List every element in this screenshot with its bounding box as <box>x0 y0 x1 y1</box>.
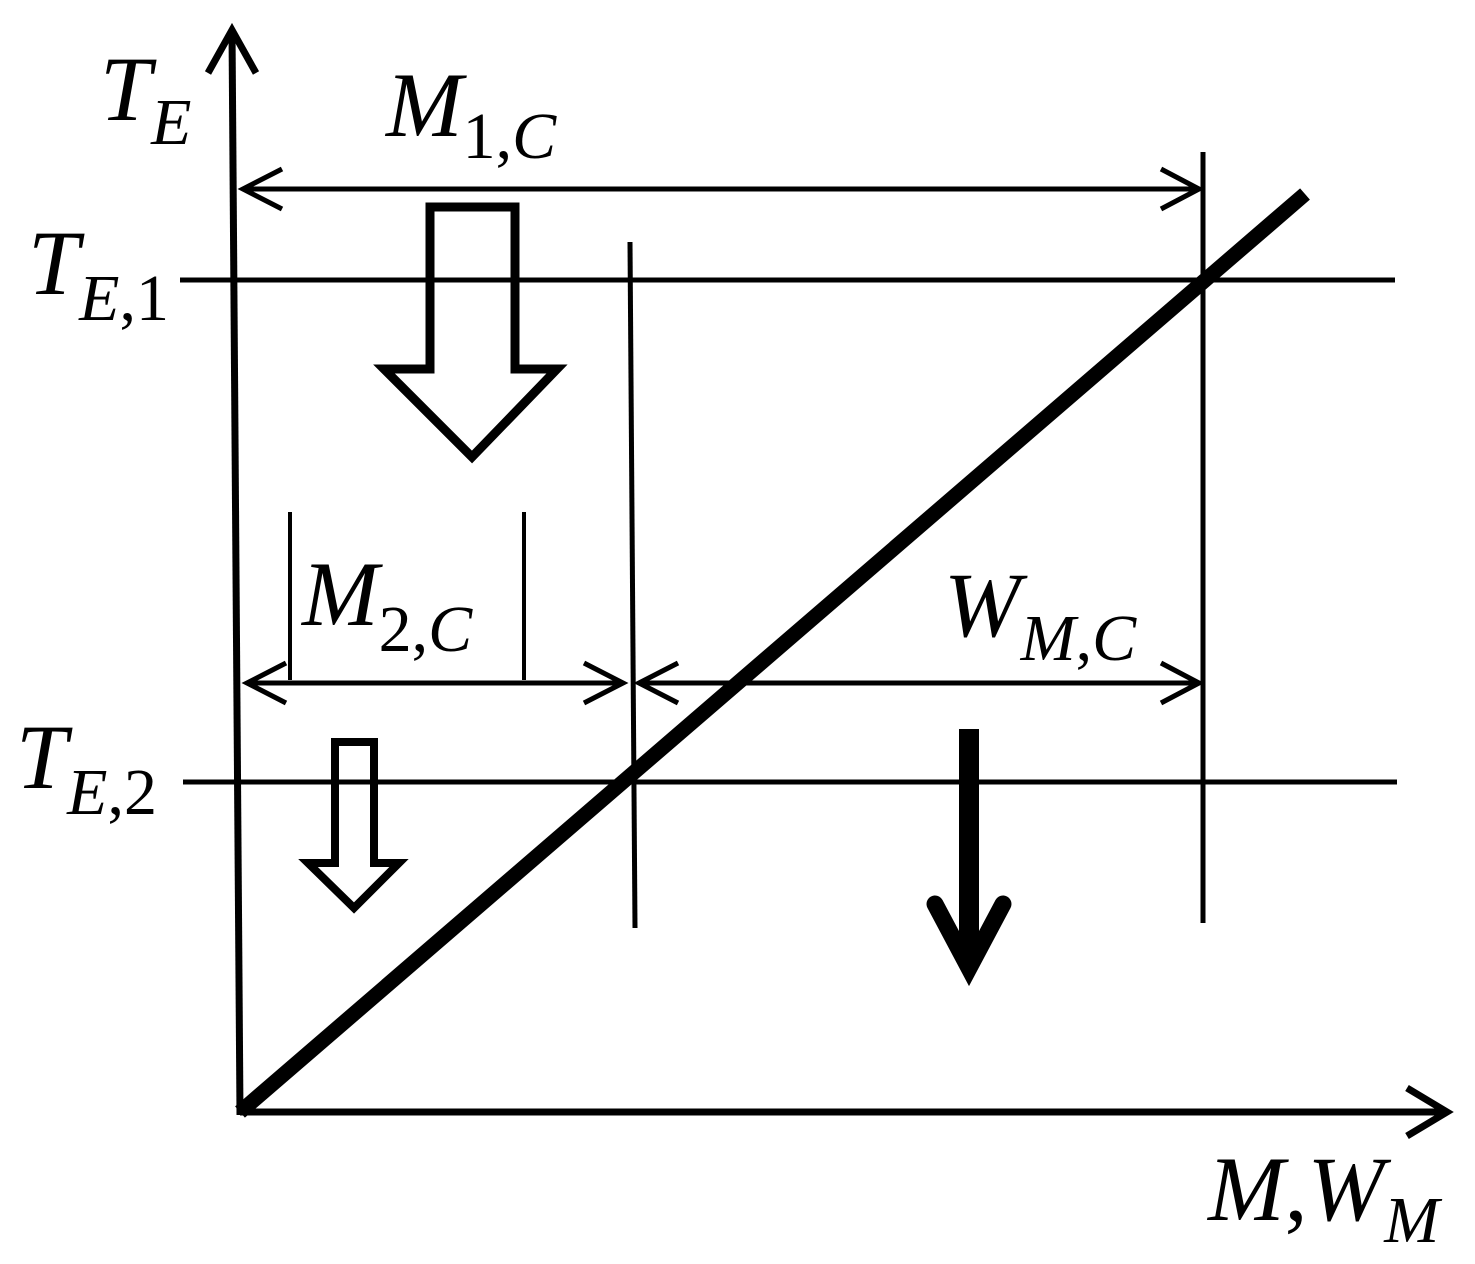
m2c-label: M2,C <box>300 543 473 666</box>
m1c-left-arrowhead <box>237 166 284 212</box>
wmc-left-arrowhead <box>633 660 680 706</box>
diagonal-line <box>235 188 1310 1118</box>
wmc-right-arrowhead <box>1159 660 1205 706</box>
t-e2-label: TE,2 <box>16 706 157 829</box>
wmc-label: WM,C <box>944 554 1137 675</box>
m1c-label: M1,C <box>384 54 557 173</box>
y-axis-arrowhead <box>204 22 260 75</box>
x-axis-arrowhead <box>1405 1084 1454 1140</box>
hollow-down-arrow-large <box>373 202 568 464</box>
x-axis-label: M,WM <box>1206 1138 1443 1257</box>
solid-down-arrow-head <box>926 895 1012 987</box>
y-axis-label: TE <box>100 38 192 159</box>
t-e1-label: TE,1 <box>28 212 169 335</box>
m2c-right-arrowhead <box>582 660 629 706</box>
vertical-line-middle <box>627 241 638 929</box>
m2c-left-arrowhead <box>241 660 288 706</box>
y-axis <box>228 29 244 1116</box>
hollow-down-arrow-small <box>298 738 409 914</box>
m1c-right-arrowhead <box>1159 166 1205 212</box>
